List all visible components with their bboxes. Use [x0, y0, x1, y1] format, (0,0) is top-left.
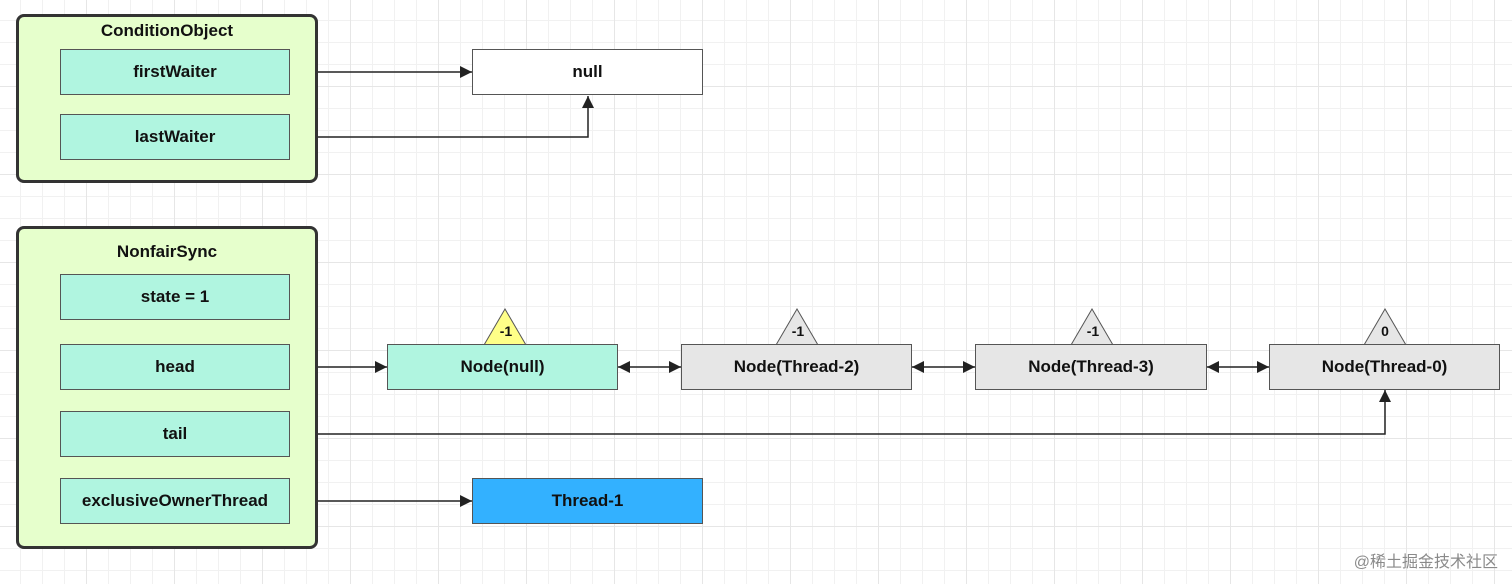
tail-field: tail: [60, 411, 290, 457]
last-waiter-arrow: [290, 96, 594, 138]
node-null: Node(null): [387, 344, 618, 390]
null-box: null: [472, 49, 703, 95]
state-field: state = 1: [60, 274, 290, 320]
site-watermark: @稀土掘金技术社区: [1353, 554, 1498, 571]
wait-status-label-node-null: -1: [499, 323, 513, 339]
exclusive-owner-thread-field: exclusiveOwnerThread: [60, 478, 290, 524]
nonfair-sync-title: NonfairSync: [116, 242, 218, 261]
wait-status-label-thread-3: -1: [1086, 323, 1100, 339]
thread-1-box: Thread-1: [472, 478, 703, 524]
wait-status-label-thread-0: 0: [1381, 323, 1389, 339]
last-waiter-field: lastWaiter: [60, 114, 290, 160]
node-thread-3: Node(Thread-3): [975, 344, 1207, 390]
first-waiter-field: firstWaiter: [60, 49, 290, 95]
tail-arrow: [290, 390, 1391, 440]
node-thread-2: Node(Thread-2): [681, 344, 912, 390]
condition-object-title: ConditionObject: [100, 21, 234, 40]
head-field: head: [60, 344, 290, 390]
wait-status-label-thread-2: -1: [791, 323, 805, 339]
node-thread-0: Node(Thread-0): [1269, 344, 1500, 390]
